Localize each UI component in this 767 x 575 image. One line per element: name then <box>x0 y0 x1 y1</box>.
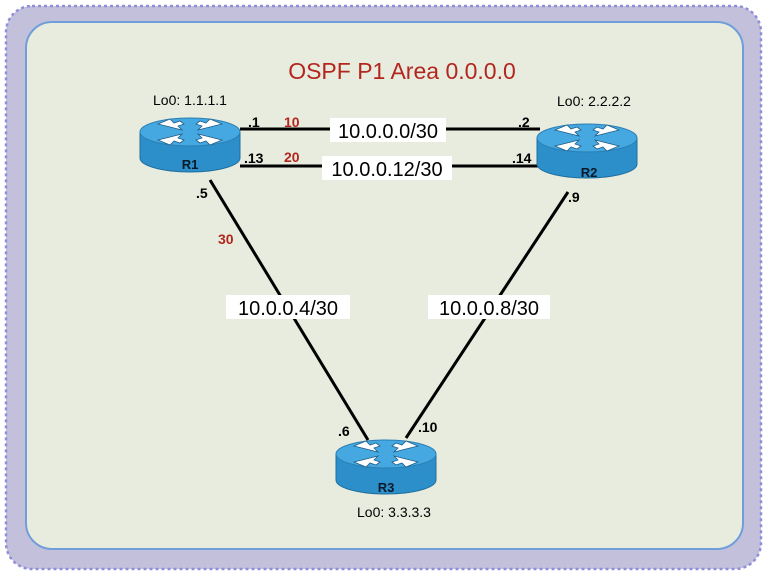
loopback-r3: Lo0: 3.3.3.3 <box>357 504 431 520</box>
loopback-r1: Lo0: 1.1.1.1 <box>153 92 227 108</box>
ip-r3-link-r1: .6 <box>338 423 350 439</box>
ip-r2-link-r3: .9 <box>568 189 580 205</box>
network-label-r1-r3: 10.0.0.4/30 <box>238 298 338 320</box>
router-name-r2: R2 <box>581 165 598 180</box>
ip-r1-link-a: .1 <box>248 114 260 130</box>
ip-r1-link-r3: .5 <box>196 185 208 201</box>
loopback-r2: Lo0: 2.2.2.2 <box>557 93 631 109</box>
network-label-r1-r2-b: 10.0.0.12/30 <box>331 159 442 181</box>
network-label-r2-r3: 10.0.0.8/30 <box>439 298 539 320</box>
router-r2: R2 <box>536 123 638 180</box>
ip-r2-link-a: .2 <box>518 114 530 130</box>
router-name-r1: R1 <box>182 157 199 172</box>
cost-r1-r3: 30 <box>218 231 234 247</box>
cost-r1-r2-a: 10 <box>284 114 300 130</box>
router-r3: R3 <box>335 439 437 495</box>
diagram-title: OSPF P1 Area 0.0.0.0 <box>288 58 516 84</box>
ip-r3-link-r2: .10 <box>418 419 438 435</box>
router-r1: R1 <box>139 117 241 173</box>
cost-r1-r2-b: 20 <box>284 149 300 165</box>
network-label-r1-r2-a: 10.0.0.0/30 <box>338 121 438 143</box>
ip-r2-link-b: .14 <box>512 150 532 166</box>
router-name-r3: R3 <box>378 480 395 495</box>
ip-r1-link-b: .13 <box>244 150 264 166</box>
